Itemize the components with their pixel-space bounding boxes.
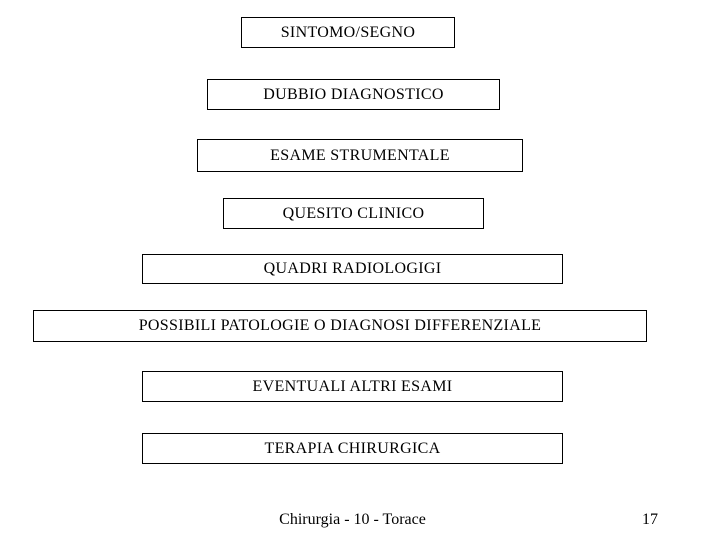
flow-box-possibili-patologie: POSSIBILI PATOLOGIE O DIAGNOSI DIFFERENZ… bbox=[33, 310, 647, 342]
flow-box-sintomo-segno: SINTOMO/SEGNO bbox=[241, 17, 455, 48]
flow-box-esame-strumentale: ESAME STRUMENTALE bbox=[197, 139, 523, 172]
flow-box-quadri-radiologici: QUADRI RADIOLOGIGI bbox=[142, 254, 563, 284]
flow-box-dubbio-diagnostico: DUBBIO DIAGNOSTICO bbox=[207, 79, 500, 110]
flow-box-eventuali-altri-esami: EVENTUALI ALTRI ESAMI bbox=[142, 371, 563, 402]
page-number: 17 bbox=[642, 511, 658, 528]
footer-title: Chirurgia - 10 - Torace bbox=[279, 511, 426, 528]
flow-box-terapia-chirurgica: TERAPIA CHIRURGICA bbox=[142, 433, 563, 464]
flow-box-quesito-clinico: QUESITO CLINICO bbox=[223, 198, 484, 229]
